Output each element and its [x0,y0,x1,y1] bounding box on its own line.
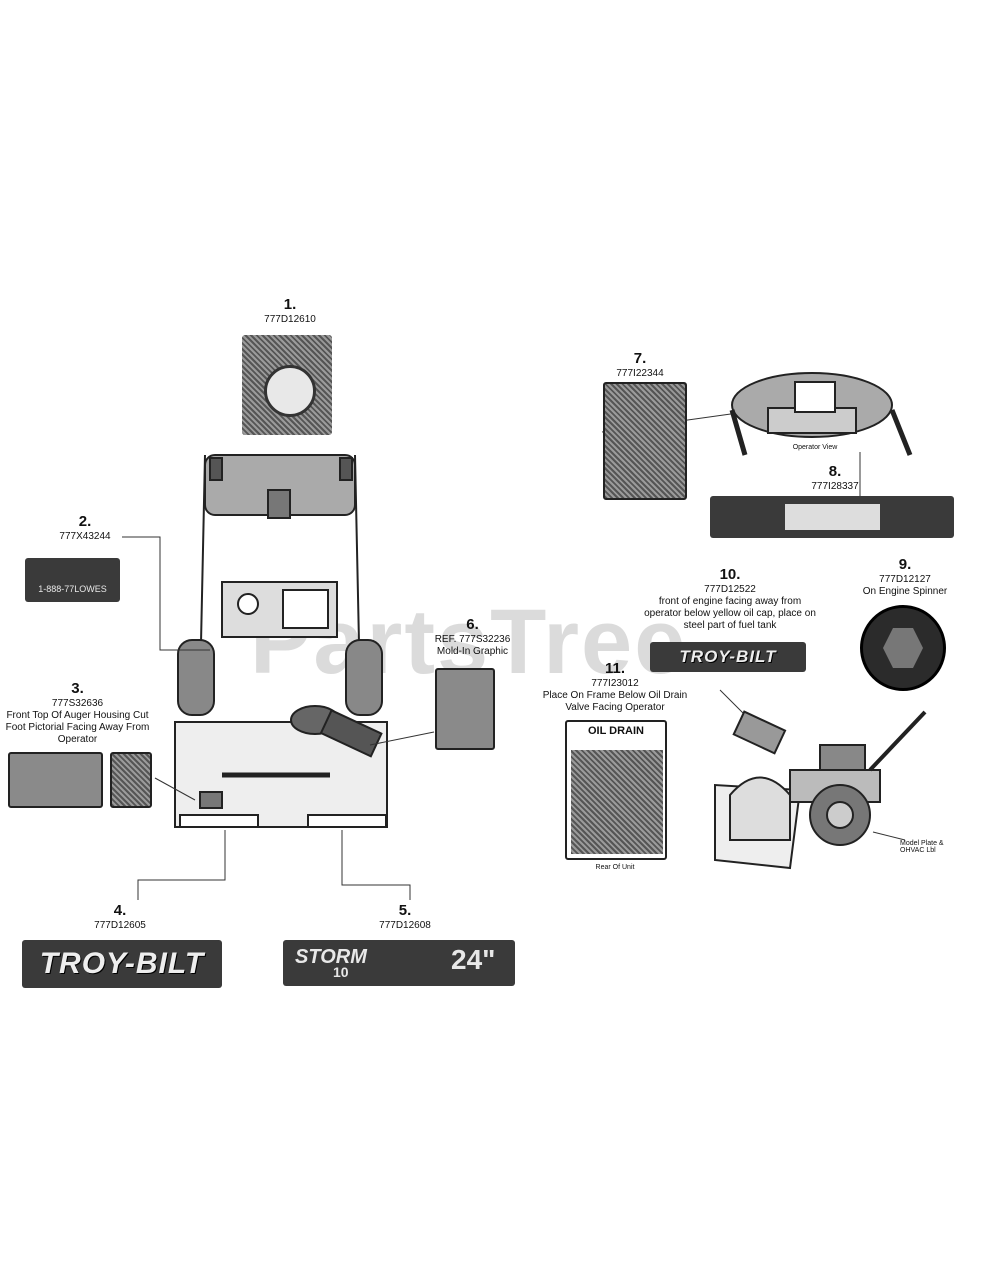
placement-note: front of engine facing away from operato… [644,596,816,631]
callout-6: 6. REF. 777S32236 Mold-In Graphic [420,616,525,658]
brand-logo: TROY-BILT [39,947,205,980]
part-number: 777X43244 [59,531,111,542]
dial-icon [264,365,316,417]
oil-drain-photo [571,750,663,854]
model-name: STORM [295,946,367,968]
spinner-hex-icon [883,628,923,668]
clearing-width: 24" [451,944,496,975]
part-number: 777I22344 [616,368,664,379]
decal-3-warning [8,752,103,808]
callout-5: 5. 777D12608 [355,902,455,932]
callout-7: 7. 777I22344 [600,350,680,380]
callout-number: 6. [466,616,479,633]
decal-3-pictorial [110,752,152,808]
callout-11: 11. 777I23012 Place On Frame Below Oil D… [540,660,690,714]
decal-4-brand: TROY-BILT [22,940,222,988]
part-number: 777D12605 [94,920,146,931]
placement-note: Place On Frame Below Oil Drain Valve Fac… [542,690,688,713]
callout-4: 4. 777D12605 [70,902,170,932]
part-number: 777D12610 [264,314,316,325]
decal-10-brand: TROY-BILT [650,642,806,672]
part-number: 777D12522 [704,584,756,595]
callout-number: 4. [113,902,127,919]
callout-10: 10. 777D12522 front of engine facing awa… [640,566,820,632]
part-number: 777S32636 [51,698,104,709]
decal-5-model: STORM 10 24" [283,940,515,986]
decal-2-phone: 1-888-77LOWES [25,558,120,602]
decal-11-oil-drain: OIL DRAIN [565,720,667,860]
callout-number: 9. [898,556,912,573]
callout-number: 7. [633,350,647,367]
snowblower-front-view [174,454,388,828]
callout-2: 2. 777X43244 [40,513,130,543]
caption-rear-of-unit: Rear Of Unit [595,864,635,871]
decal-6-mold-in [435,668,495,750]
callout-number: 8. [828,463,842,480]
decal-9-spinner [860,605,946,691]
decal-1-console [242,335,332,435]
brand-logo: TROY-BILT [679,647,777,666]
oil-drain-title: OIL DRAIN [587,725,645,737]
callout-number: 2. [78,513,92,530]
placement-note: Mold-In Graphic [436,646,509,657]
engine-top-view [729,372,913,456]
part-number: REF. 777S32236 [434,634,511,645]
callout-1: 1. 777D12610 [240,296,340,326]
decal-7-instructions [603,382,687,500]
panel-center [785,504,880,530]
callout-number: 10. [719,566,741,583]
part-number: 777D12127 [879,574,931,585]
phone-number: 1-888-77LOWES [38,584,107,594]
snowblower-side-view [714,710,927,870]
callout-8: 8. 777I28337 [790,463,880,493]
decal-8-control-panel [710,496,954,538]
callout-number: 5. [398,902,412,919]
placement-note: On Engine Spinner [862,586,948,597]
callout-9: 9. 777D12127 On Engine Spinner [840,556,970,598]
caption-model-plate: Model Plate & OHVAC Lbl [900,840,944,854]
callout-3: 3. 777S32636 Front Top Of Auger Housing … [5,680,150,746]
model-number: 10 [333,964,349,980]
callout-number: 11. [604,660,626,677]
caption-operator-view: Operator View [792,444,838,451]
part-number: 777I28337 [811,481,859,492]
callout-number: 1. [283,296,297,313]
placement-note: Front Top Of Auger Housing Cut Foot Pict… [5,710,150,745]
callout-number: 3. [71,680,84,697]
part-number: 777I23012 [591,678,639,689]
part-number: 777D12608 [379,920,431,931]
